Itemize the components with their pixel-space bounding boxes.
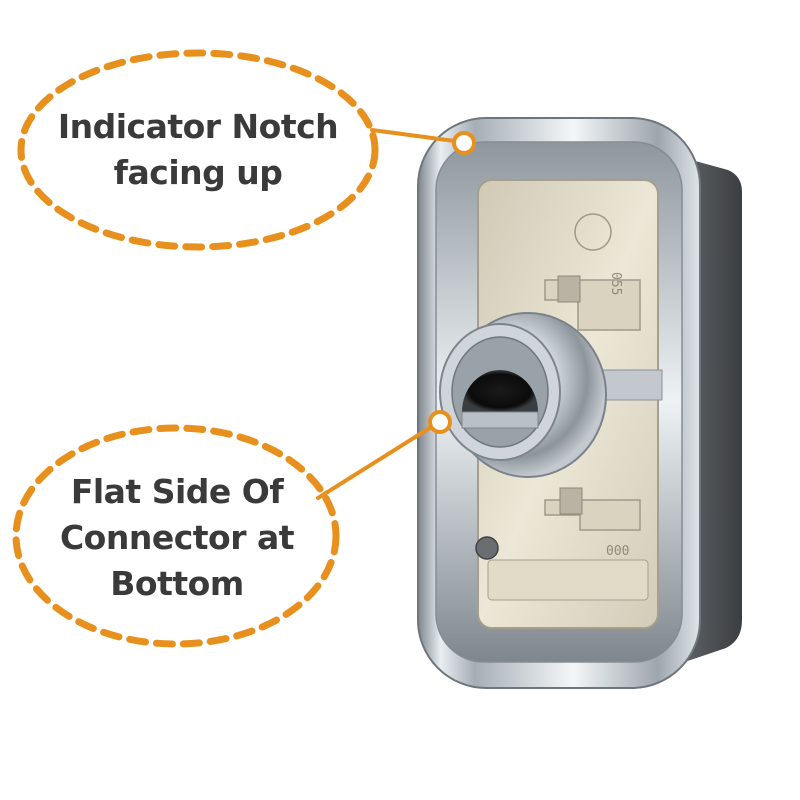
molded-mark-lower: 000: [606, 544, 629, 559]
callout-bottom-line-3: Bottom: [110, 564, 244, 603]
molded-mark-upper: 055: [608, 272, 623, 295]
bottom-shelf: [487, 559, 649, 601]
callout-bottom-anchor: [428, 410, 452, 434]
callout-flat-side: Flat Side Of Connector at Bottom: [12, 438, 342, 638]
callout-bottom-leader: [316, 422, 438, 500]
callout-top-line-2: facing up: [113, 153, 283, 192]
callout-top-outline: [17, 49, 379, 251]
callout-top-line-1: Indicator Notch: [57, 107, 339, 146]
bore-flat-side: [461, 411, 539, 429]
lower-pin: [475, 536, 499, 560]
engraved-circle-mark: [574, 213, 612, 251]
upper-tab: [557, 275, 581, 303]
connector-d-bore: [462, 370, 538, 412]
callout-bottom-line-2: Connector at: [59, 518, 295, 557]
callout-bottom-outline: [12, 424, 340, 648]
lower-tab: [559, 487, 583, 515]
callout-top-leader: [370, 128, 464, 144]
callout-top-anchor: [452, 131, 476, 155]
callout-bottom-line-1: Flat Side Of: [70, 472, 284, 511]
callout-indicator-notch: Indicator Notch facing up: [28, 80, 368, 220]
